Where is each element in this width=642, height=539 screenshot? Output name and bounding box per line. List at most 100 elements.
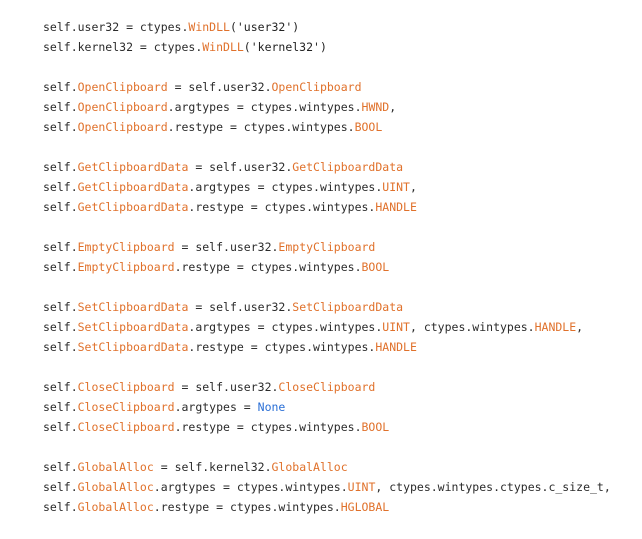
blank-line <box>43 277 638 297</box>
blank-line <box>43 217 638 237</box>
code-token: .argtypes = ctypes.wintypes. <box>188 180 383 194</box>
code-token: self. <box>43 340 78 354</box>
code-token: HWND <box>361 100 390 114</box>
code-line: self.kernel32 = ctypes.WinDLL('kernel32'… <box>43 37 638 57</box>
code-token: .argtypes = <box>174 400 258 414</box>
code-token: , ctypes.wintypes. <box>409 320 535 334</box>
code-token: .restype = ctypes.wintypes. <box>153 500 341 514</box>
code-token: None <box>257 400 286 414</box>
code-token: .restype = ctypes.wintypes. <box>167 120 355 134</box>
code-token: , ctypes.wintypes.ctypes.c_size_t, <box>375 480 611 494</box>
code-token: self. <box>43 160 78 174</box>
code-token: self. <box>43 260 78 274</box>
code-token: .restype = ctypes.wintypes. <box>174 420 362 434</box>
code-token: self. <box>43 240 78 254</box>
code-token: .restype = ctypes.wintypes. <box>174 260 362 274</box>
code-line: self.OpenClipboard = self.user32.OpenCli… <box>43 77 638 97</box>
code-token: , <box>409 180 417 194</box>
code-token: UINT <box>382 180 410 194</box>
code-token: WinDLL <box>188 20 230 34</box>
code-line: self.GetClipboardData = self.user32.GetC… <box>43 157 638 177</box>
code-token: ('kernel32') <box>243 40 327 54</box>
code-token: = self.user32. <box>174 240 279 254</box>
code-token: WinDLL <box>202 40 244 54</box>
code-token: .argtypes = ctypes.wintypes. <box>153 480 348 494</box>
code-token: self. <box>43 380 78 394</box>
code-token: GetClipboardData <box>77 180 189 194</box>
code-token: = self.user32. <box>167 80 272 94</box>
code-token: HANDLE <box>534 320 577 334</box>
code-token: UINT <box>382 320 410 334</box>
code-token: self.kernel32 = ctypes. <box>43 40 203 54</box>
code-token: BOOL <box>361 260 390 274</box>
code-token: = self.kernel32. <box>153 460 272 474</box>
code-line: self.EmptyClipboard.restype = ctypes.win… <box>43 257 638 277</box>
code-token: self. <box>43 200 78 214</box>
code-token: = self.user32. <box>188 300 293 314</box>
blank-line <box>43 57 638 77</box>
code-token: , <box>389 100 397 114</box>
code-token: OpenClipboard <box>77 80 168 94</box>
code-token: self. <box>43 180 78 194</box>
code-line: self.SetClipboardData.restype = ctypes.w… <box>43 337 638 357</box>
code-line: self.CloseClipboard.argtypes = None <box>43 397 638 417</box>
code-token: GlobalAlloc <box>77 460 154 474</box>
code-token: BOOL <box>354 120 383 134</box>
code-token: EmptyClipboard <box>278 240 376 254</box>
code-token: self.user32 = ctypes. <box>43 20 189 34</box>
code-token: SetClipboardData <box>77 340 189 354</box>
code-token: SetClipboardData <box>77 300 189 314</box>
code-token: self. <box>43 100 78 114</box>
code-token: SetClipboardData <box>77 320 189 334</box>
code-line: self.GlobalAlloc.argtypes = ctypes.winty… <box>43 477 638 497</box>
code-line: self.CloseClipboard.restype = ctypes.win… <box>43 417 638 437</box>
code-token: GlobalAlloc <box>77 500 154 514</box>
code-token: GetClipboardData <box>77 200 189 214</box>
code-token: GetClipboardData <box>77 160 189 174</box>
blank-line <box>43 137 638 157</box>
code-line: self.GetClipboardData.argtypes = ctypes.… <box>43 177 638 197</box>
code-token: self. <box>43 300 78 314</box>
code-token: self. <box>43 500 78 514</box>
code-token: GlobalAlloc <box>271 460 348 474</box>
code-token: CloseClipboard <box>77 420 175 434</box>
code-token: EmptyClipboard <box>77 260 175 274</box>
code-token: BOOL <box>361 420 390 434</box>
code-line: self.EmptyClipboard = self.user32.EmptyC… <box>43 237 638 257</box>
code-token: OpenClipboard <box>271 80 362 94</box>
code-token: = self.user32. <box>188 160 293 174</box>
code-token: self. <box>43 120 78 134</box>
code-token: = self.user32. <box>174 380 279 394</box>
code-token: self. <box>43 420 78 434</box>
code-line: self.GlobalAlloc = self.kernel32.GlobalA… <box>43 457 638 477</box>
code-token: HANDLE <box>375 200 417 214</box>
code-token: ('user32') <box>229 20 300 34</box>
blank-line <box>43 357 638 377</box>
code-line: self.CloseClipboard = self.user32.CloseC… <box>43 377 638 397</box>
code-line: self.GlobalAlloc.restype = ctypes.wintyp… <box>43 497 638 517</box>
code-line: self.user32 = ctypes.WinDLL('user32') <box>43 17 638 37</box>
code-token: self. <box>43 320 78 334</box>
code-token: HGLOBAL <box>340 500 390 514</box>
code-token: CloseClipboard <box>77 380 175 394</box>
code-token: GlobalAlloc <box>77 480 154 494</box>
code-token: .argtypes = ctypes.wintypes. <box>188 320 383 334</box>
code-token: self. <box>43 80 78 94</box>
code-line: self.SetClipboardData.argtypes = ctypes.… <box>43 317 638 337</box>
code-token: CloseClipboard <box>77 400 175 414</box>
code-token: self. <box>43 480 78 494</box>
code-line: self.GetClipboardData.restype = ctypes.w… <box>43 197 638 217</box>
code-token: .restype = ctypes.wintypes. <box>188 340 376 354</box>
code-token: self. <box>43 400 78 414</box>
code-token: , <box>576 320 584 334</box>
code-token: UINT <box>347 480 376 494</box>
code-token: HANDLE <box>375 340 417 354</box>
code-token: OpenClipboard <box>77 100 168 114</box>
blank-line <box>43 437 638 457</box>
code-token: CloseClipboard <box>278 380 376 394</box>
code-token: SetClipboardData <box>292 300 404 314</box>
code-block: self.user32 = ctypes.WinDLL('user32')sel… <box>43 17 638 517</box>
code-token: .argtypes = ctypes.wintypes. <box>167 100 362 114</box>
code-line: self.OpenClipboard.argtypes = ctypes.win… <box>43 97 638 117</box>
code-token: .restype = ctypes.wintypes. <box>188 200 376 214</box>
